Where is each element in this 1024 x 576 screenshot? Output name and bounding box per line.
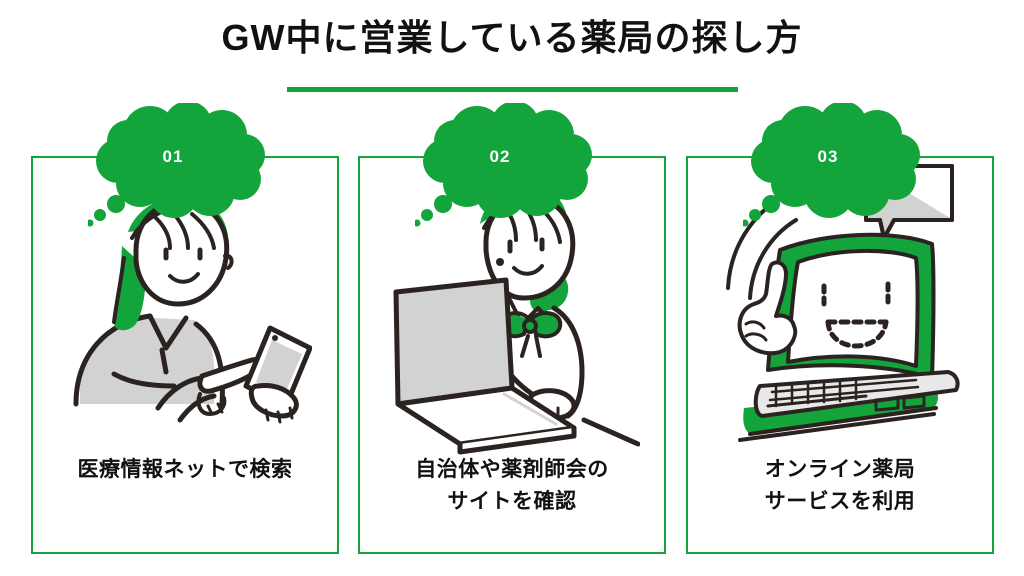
card-1-caption: 医療情報ネットで検索	[33, 454, 337, 486]
page-title: GW中に営業している薬局の探し方	[221, 17, 803, 58]
illustration-woman-with-laptop	[360, 158, 668, 458]
step-card-3[interactable]: オンライン薬局 サービスを利用	[686, 156, 994, 554]
step-card-2[interactable]: 自治体や薬剤師会の サイトを確認	[358, 156, 666, 554]
woman-with-smartphone-icon	[73, 196, 312, 424]
card-2-caption-line-1: 自治体や薬剤師会の	[415, 458, 609, 481]
card-2-caption: 自治体や薬剤師会の サイトを確認	[360, 454, 664, 518]
laptop-smiling-face-icon	[726, 164, 960, 442]
card-3-caption: オンライン薬局 サービスを利用	[688, 454, 992, 518]
card-2-caption-line-2: サイトを確認	[447, 490, 577, 513]
card-3-caption-line-1: オンライン薬局	[764, 458, 916, 481]
woman-with-laptop-icon	[393, 183, 640, 455]
illustration-laptop-smiling-face	[688, 158, 996, 458]
illustration-woman-with-smartphone	[33, 158, 341, 458]
step-card-1[interactable]: 医療情報ネットで検索	[31, 156, 339, 554]
card-1-caption-line-1: 医療情報ネットで検索	[77, 458, 293, 481]
title-underline-rule	[287, 87, 738, 92]
card-3-caption-line-2: サービスを利用	[764, 490, 916, 513]
